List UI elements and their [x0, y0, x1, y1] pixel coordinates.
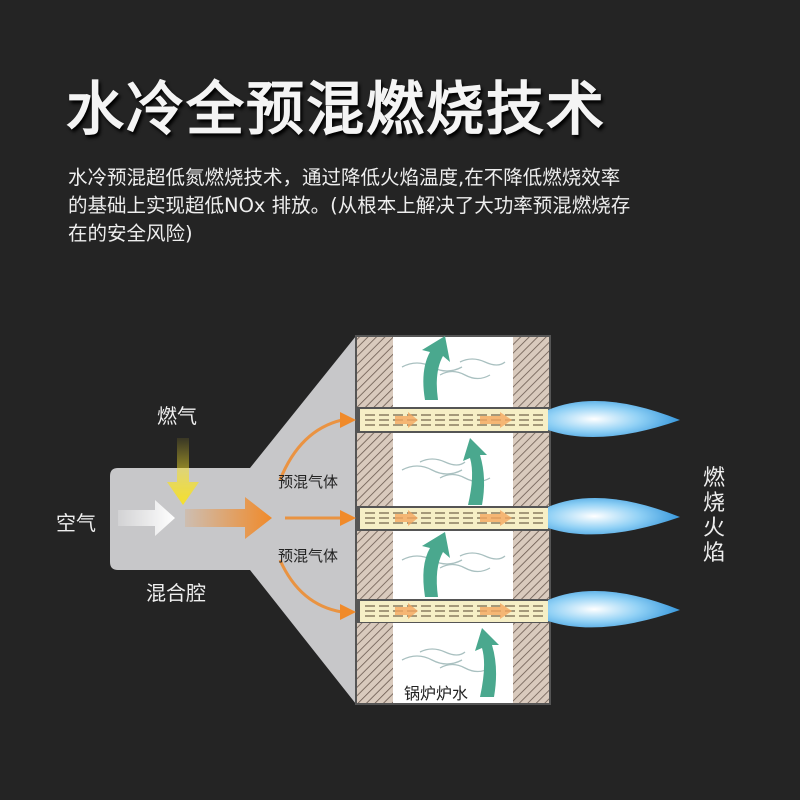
description-line: 的基础上实现超低NOx 排放。(从根本上解决了大功率预混燃烧存	[68, 194, 631, 217]
water-flow-arrow-icon	[422, 336, 499, 697]
page-title: 水冷全预混燃烧技术	[66, 75, 607, 143]
premixed-gas-label: 预混气体	[278, 547, 339, 565]
description-line: 在的安全风险)	[68, 222, 193, 245]
gas-inlet-arrow-icon	[167, 438, 199, 505]
gas-label: 燃气	[157, 404, 197, 428]
boiler-water-label: 锅炉炉水	[404, 684, 469, 703]
flame-icon	[548, 401, 680, 628]
air-label: 空气	[56, 511, 96, 535]
flame-label: 燃烧火焰	[703, 466, 726, 566]
description-line: 水冷预混超低氮燃烧技术，通过降低火焰温度,在不降低燃烧效率	[68, 166, 621, 189]
water-cells	[357, 337, 549, 703]
premixed-gas-label: 预混气体	[278, 473, 339, 491]
mixing-chamber-label: 混合腔	[146, 581, 206, 605]
mixed-flow-arrow-icon	[185, 497, 272, 539]
premixed-gas-arrow-icon	[278, 418, 343, 614]
air-inlet-arrow-icon	[118, 500, 175, 536]
description: 水冷预混超低氮燃烧技术，通过降低火焰温度,在不降低燃烧效率 的基础上实现超低NO…	[68, 164, 748, 248]
tube-flow-arrows	[395, 412, 512, 619]
